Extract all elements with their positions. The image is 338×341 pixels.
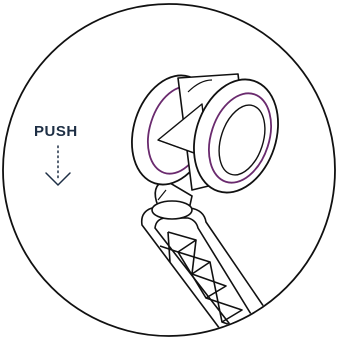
castor-wheel-icon (131, 73, 279, 194)
push-instruction-label: PUSH (34, 123, 78, 140)
dotted-down-arrow-icon (45, 145, 71, 187)
castor-stem (151, 179, 193, 220)
